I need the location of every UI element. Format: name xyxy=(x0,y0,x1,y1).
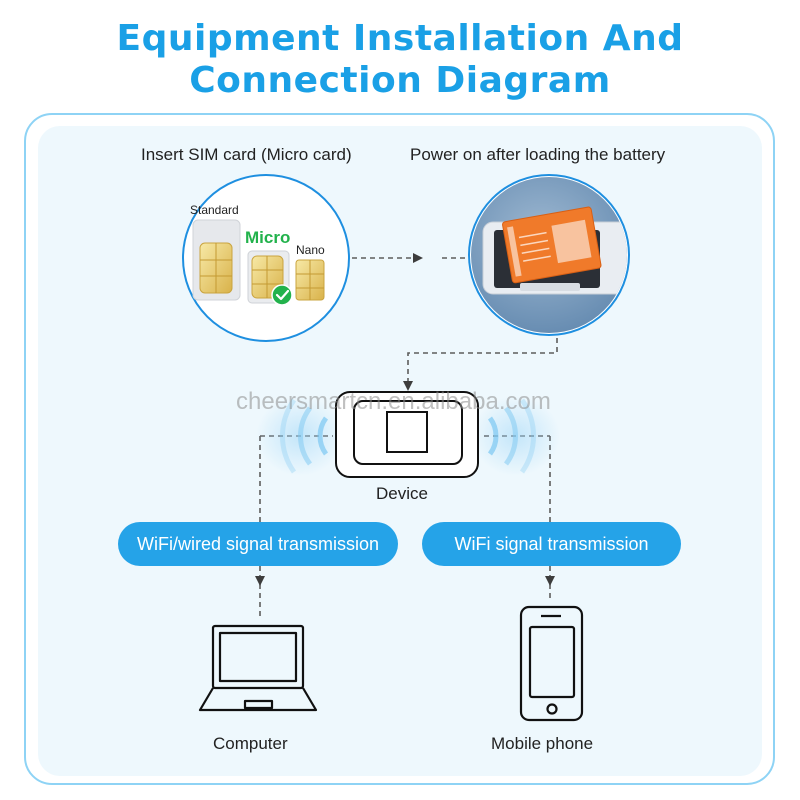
sim-nano-label: Nano xyxy=(296,243,325,257)
sim-standard-label: Standard xyxy=(190,203,239,217)
wifi-wired-transmission-pill: WiFi/wired signal transmission xyxy=(118,522,398,566)
watermark: cheersmartcn.en.alibaba.com xyxy=(236,388,551,416)
step-insert-sim-label: Insert SIM card (Micro card) xyxy=(141,145,352,165)
wifi-transmission-pill: WiFi signal transmission xyxy=(422,522,681,566)
computer-label: Computer xyxy=(213,734,288,754)
sim-micro-label: Micro xyxy=(245,228,290,248)
sim-card-illustration xyxy=(183,175,349,341)
step-load-battery-label: Power on after loading the battery xyxy=(410,145,665,165)
laptop-icon xyxy=(200,626,316,710)
battery-illustration xyxy=(460,170,640,340)
check-icon xyxy=(272,285,292,305)
device-label: Device xyxy=(376,484,428,504)
mobile-phone-label: Mobile phone xyxy=(491,734,593,754)
mobile-phone-icon xyxy=(521,607,582,720)
